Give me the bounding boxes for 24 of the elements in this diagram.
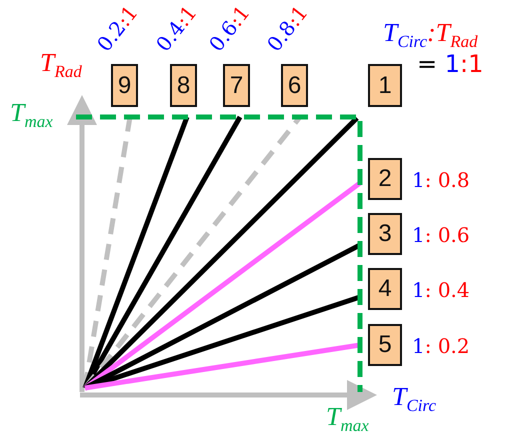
ratio-heading: T$_{Circ}$:T$_{Rad}$ — [383, 18, 478, 52]
callout-number: 9 — [118, 72, 132, 100]
axis-label: T$_{Circ}$ — [392, 382, 436, 416]
number-box — [368, 64, 402, 107]
ratio-label: 1: 0.4 — [412, 278, 470, 302]
callout-number: 7 — [230, 72, 244, 100]
callout-number: 4 — [378, 275, 392, 303]
ratio-label: 1: 0.8 — [412, 168, 470, 192]
axis-label: T$_{Rad}$ — [40, 48, 82, 82]
ratio-label: 0.6:1 — [204, 0, 255, 56]
ratio-label: 1: 0.6 — [412, 223, 470, 247]
callout-number: 1 — [378, 72, 392, 100]
ratio-label: 0.8:1 — [262, 0, 313, 56]
axis-label: T$_{max}$ — [10, 98, 53, 132]
callout-number: 5 — [378, 331, 392, 359]
ratio-label: 0.2:1 — [92, 0, 143, 56]
callout-number: 2 — [378, 165, 392, 193]
ratio-value: = 1:1 — [417, 50, 484, 78]
ratio-label: 1: 0.2 — [412, 334, 470, 358]
ratio-label: 0.4:1 — [151, 0, 202, 56]
axis-label: T$_{max}$ — [326, 402, 369, 436]
callout-number: 3 — [378, 220, 392, 248]
callout-number: 8 — [176, 72, 190, 100]
callout-number: 6 — [288, 72, 302, 100]
